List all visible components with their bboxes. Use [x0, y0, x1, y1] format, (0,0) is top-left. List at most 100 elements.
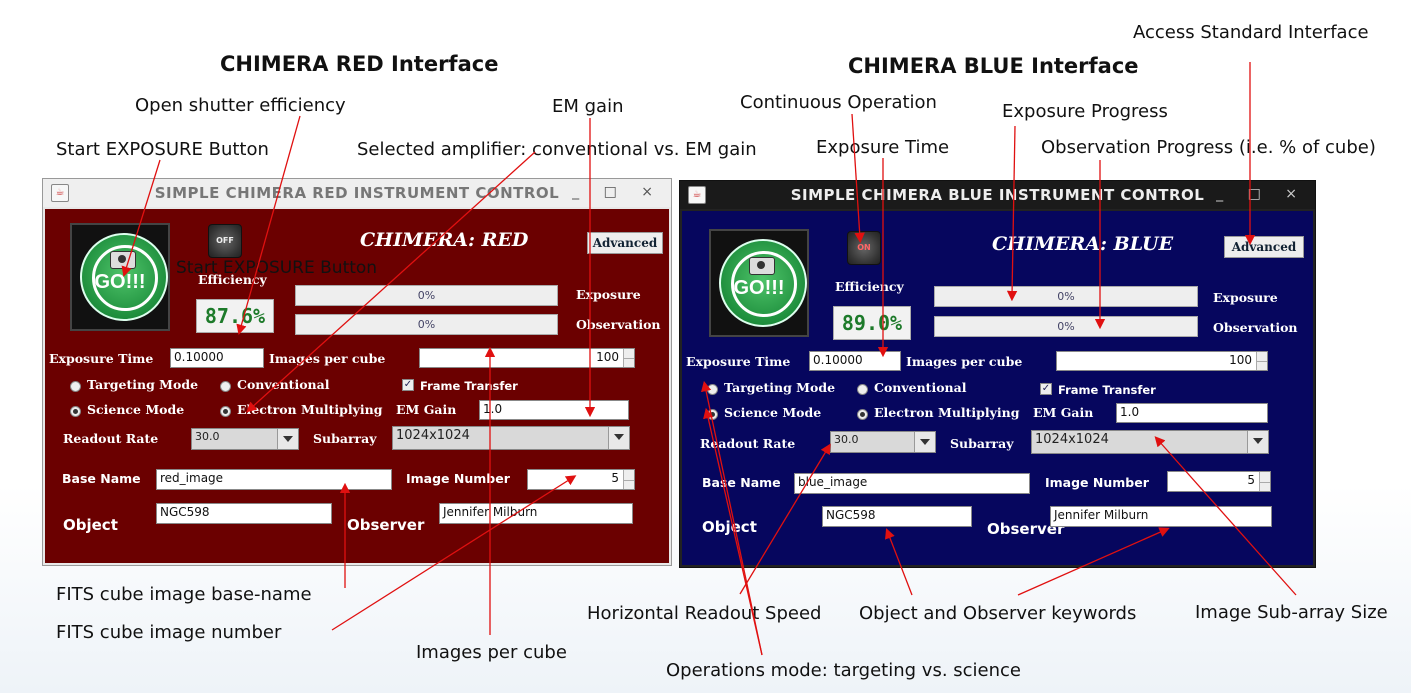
- red-targeting-label: Targeting Mode: [87, 377, 199, 392]
- annotation-subarray-size: Image Sub-array Size: [1195, 602, 1388, 623]
- red-readout-rate-label: Readout Rate: [63, 431, 159, 446]
- red-em-radio[interactable]: [220, 406, 231, 417]
- blue-brand-title: CHIMERA: BLUE: [992, 233, 1174, 255]
- annotation-overlay-start-exposure: Start EXPOSURE Button: [176, 258, 378, 278]
- red-titlebar[interactable]: ☕ SIMPLE CHIMERA RED INSTRUMENT CONTROL …: [43, 179, 671, 207]
- window-controls[interactable]: _ □ ×: [1216, 186, 1307, 202]
- blue-observer-input[interactable]: Jennifer Milburn: [1050, 506, 1272, 527]
- red-images-per-cube-label: Images per cube: [269, 351, 386, 366]
- blue-science-label: Science Mode: [724, 405, 822, 420]
- arrow-object-observer-1: [885, 528, 913, 596]
- chevron-down-icon: [1247, 431, 1268, 453]
- blue-em-gain-input[interactable]: 1.0: [1116, 403, 1268, 423]
- red-base-name-input[interactable]: red_image: [156, 469, 392, 490]
- annotation-continuous-op: Continuous Operation: [740, 92, 937, 113]
- blue-readout-rate-label: Readout Rate: [700, 436, 796, 451]
- annotation-exposure-time: Exposure Time: [816, 137, 950, 158]
- blue-frame-transfer-checkbox[interactable]: ✓: [1040, 383, 1052, 395]
- blue-em-label: Electron Multiplying: [874, 405, 1020, 420]
- blue-efficiency-value: 89.0%: [833, 306, 911, 340]
- blue-readout-rate-select[interactable]: 30.0: [830, 431, 936, 453]
- blue-conventional-label: Conventional: [874, 380, 967, 395]
- red-readout-rate-select[interactable]: 30.0: [191, 428, 299, 450]
- blue-panel: GO!!! ON CHIMERA: BLUE Advanced Efficien…: [682, 211, 1313, 565]
- red-frame-transfer-label: Frame Transfer: [420, 379, 518, 393]
- blue-em-radio[interactable]: [857, 409, 868, 420]
- blue-object-input[interactable]: NGC598: [822, 506, 972, 527]
- annotation-object-observer: Object and Observer keywords: [859, 603, 1137, 624]
- blue-frame-transfer-label: Frame Transfer: [1058, 383, 1156, 397]
- annotation-access-standard: Access Standard Interface: [1133, 22, 1369, 43]
- red-control-window: ☕ SIMPLE CHIMERA RED INSTRUMENT CONTROL …: [42, 178, 672, 566]
- blue-exposure-label: Exposure: [1213, 290, 1278, 305]
- window-controls[interactable]: _ □ ×: [572, 184, 663, 200]
- red-window-title: SIMPLE CHIMERA RED INSTRUMENT CONTROL: [154, 184, 560, 202]
- blue-image-number-spinner[interactable]: 5: [1167, 471, 1271, 492]
- red-image-number-spinner[interactable]: 5: [527, 469, 635, 490]
- chevron-down-icon: [608, 427, 629, 449]
- red-brand-title: CHIMERA: RED: [360, 229, 529, 251]
- blue-go-button[interactable]: GO!!!: [709, 229, 809, 337]
- red-subarray-label: Subarray: [313, 431, 377, 446]
- blue-subarray-label: Subarray: [950, 436, 1014, 451]
- arrow-open-shutter: [236, 115, 301, 336]
- annotation-fits-base-name: FITS cube image base-name: [56, 584, 312, 605]
- annotation-images-per-cube: Images per cube: [416, 642, 567, 663]
- red-object-input[interactable]: NGC598: [156, 503, 332, 524]
- red-conventional-radio[interactable]: [220, 381, 231, 392]
- red-go-button[interactable]: GO!!!: [70, 223, 170, 331]
- blue-base-name-input[interactable]: blue_image: [794, 473, 1030, 494]
- red-advanced-button[interactable]: Advanced: [587, 232, 663, 254]
- annotation-horizontal-readout: Horizontal Readout Speed: [587, 603, 822, 624]
- red-em-label: Electron Multiplying: [237, 402, 383, 417]
- blue-conventional-radio[interactable]: [857, 384, 868, 395]
- red-exposure-time-input[interactable]: 0.10000: [170, 348, 264, 368]
- arrow-object-observer-2: [1017, 527, 1170, 596]
- blue-images-per-cube-spinner[interactable]: 100: [1056, 351, 1268, 371]
- camera-icon: [749, 257, 775, 275]
- blue-control-window: ☕ SIMPLE CHIMERA BLUE INSTRUMENT CONTROL…: [679, 180, 1316, 568]
- red-panel: GO!!! OFF CHIMERA: RED Advanced Efficien…: [45, 209, 669, 563]
- chevron-down-icon: [277, 429, 298, 449]
- blue-exposure-time-label: Exposure Time: [686, 354, 791, 369]
- blue-observation-progress: 0%: [934, 316, 1198, 337]
- red-interface-heading: CHIMERA RED Interface: [220, 52, 499, 76]
- red-frame-transfer-checkbox[interactable]: ✓: [402, 379, 414, 391]
- red-efficiency-label: Efficiency: [198, 272, 267, 287]
- arrow-exposure-progress: [1006, 125, 1018, 302]
- red-continuous-toggle[interactable]: OFF: [208, 224, 242, 258]
- blue-object-label: Object: [702, 518, 757, 536]
- arrow-horizontal-readout: [739, 443, 831, 595]
- arrow-ops-mode-1: [700, 380, 763, 656]
- arrow-selected-amplifier: [246, 151, 536, 413]
- blue-efficiency-label: Efficiency: [835, 279, 904, 294]
- red-exposure-label: Exposure: [576, 287, 641, 302]
- arrow-ops-mode-2: [703, 407, 763, 656]
- red-images-per-cube-spinner[interactable]: 100: [419, 348, 635, 368]
- blue-exposure-progress: 0%: [934, 286, 1198, 307]
- blue-observation-label: Observation: [1213, 320, 1298, 335]
- red-observation-progress: 0%: [295, 314, 558, 335]
- arrow-fits-image-number: [331, 475, 577, 631]
- red-targeting-radio[interactable]: [70, 381, 81, 392]
- red-science-radio[interactable]: [70, 406, 81, 417]
- blue-interface-heading: CHIMERA BLUE Interface: [848, 54, 1139, 78]
- arrow-continuous-op: [851, 113, 865, 244]
- java-icon: ☕: [688, 186, 706, 204]
- blue-observer-label: Observer: [987, 520, 1065, 538]
- annotation-operations-mode: Operations mode: targeting vs. science: [666, 660, 1021, 681]
- annotation-exposure-progress: Exposure Progress: [1002, 101, 1168, 122]
- arrow-subarray-size: [1154, 436, 1297, 596]
- blue-subarray-select[interactable]: 1024x1024: [1031, 430, 1269, 454]
- java-icon: ☕: [51, 184, 69, 202]
- blue-targeting-label: Targeting Mode: [724, 380, 836, 395]
- red-conventional-label: Conventional: [237, 377, 330, 392]
- blue-titlebar[interactable]: ☕ SIMPLE CHIMERA BLUE INSTRUMENT CONTROL…: [680, 181, 1315, 209]
- red-subarray-select[interactable]: 1024x1024: [392, 426, 630, 450]
- red-exposure-progress: 0%: [295, 285, 558, 306]
- annotation-open-shutter: Open shutter efficiency: [135, 95, 346, 116]
- arrow-start-exposure: [121, 159, 161, 277]
- chevron-down-icon: [914, 432, 935, 452]
- annotation-start-exposure: Start EXPOSURE Button: [56, 139, 269, 160]
